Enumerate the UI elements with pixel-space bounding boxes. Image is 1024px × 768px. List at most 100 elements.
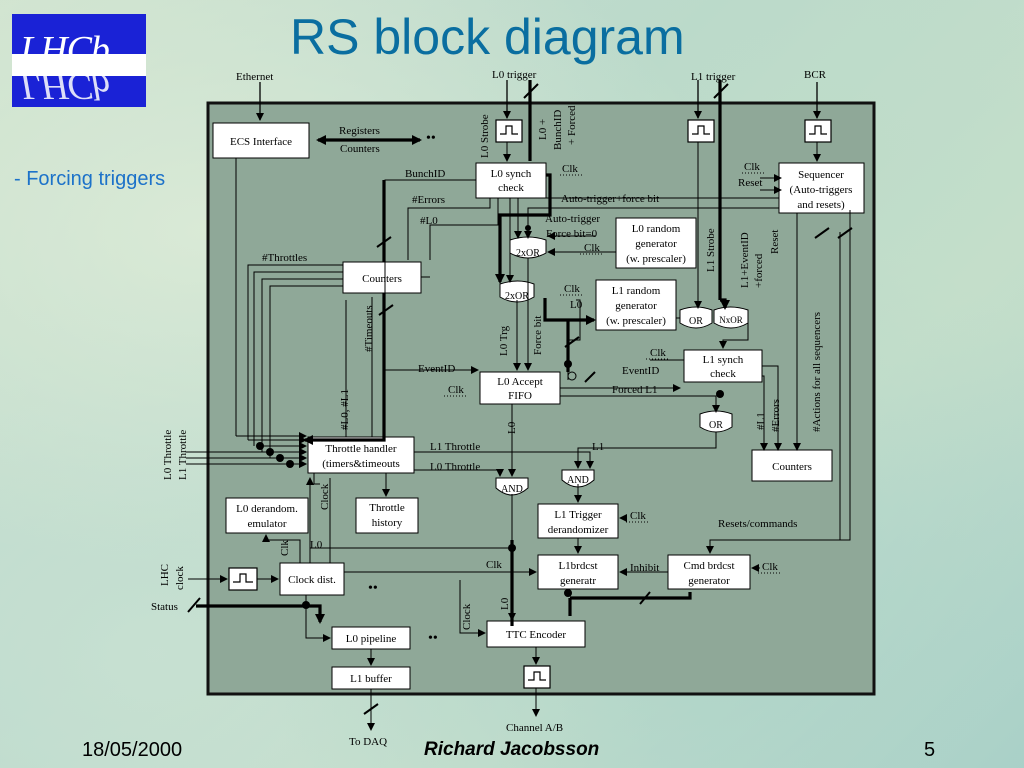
cmd-brdcst-generator-block (667, 554, 751, 590)
label-clock-lhc-v: clock (174, 566, 186, 590)
label-lhc-v: LHC (159, 564, 171, 586)
ecs-interface-label: ECS Interface (230, 136, 292, 148)
counters-top-label: Counters (362, 273, 402, 285)
gate-and-a-label: AND (501, 484, 523, 495)
label-eventid-right: EventID (622, 365, 659, 377)
gate-2xor-b-label: 2xOR (505, 291, 529, 302)
label-clk-l1-derand: Clk (630, 510, 646, 522)
l1-trigger-derandomizer-block (537, 503, 619, 539)
gate-nxor-label: NxOR (719, 315, 743, 325)
l1brdcst-generator-block (537, 554, 619, 590)
gate-or-a-label: OR (689, 316, 703, 327)
label-clk-l1brdcst: Clk (486, 559, 502, 571)
label-clk-fifo: Clk (448, 384, 464, 396)
throttle-history-label-1: Throttle (369, 502, 405, 514)
l1-trigger-derand-label-1: L1 Trigger (554, 509, 602, 521)
label-l0-trg-v: L0 Trg (498, 325, 510, 356)
gate-or-b-label: OR (709, 420, 723, 431)
l0-fifo-label-1: L0 Accept (497, 376, 543, 388)
label-forced-l1: Forced L1 (612, 384, 658, 396)
gate-2xor-a-label: 2xOR (516, 248, 540, 259)
label-force-bit-v: Force bit (532, 316, 544, 355)
gate-2xor-a (509, 236, 547, 259)
label-l1-eventid-v: L1+EventID (739, 232, 751, 288)
gate-and-b (561, 469, 595, 488)
label-inhibit: Inhibit (630, 562, 659, 574)
gate-and-a (495, 477, 529, 496)
label-l0-throttle-v: L0 Throttle (162, 430, 174, 480)
gate-and-b-label: AND (567, 475, 589, 486)
counters-right-label: Counters (772, 461, 812, 473)
label-l0-l1-v: #L0, #L1 (339, 389, 351, 430)
clock-dist-block (279, 562, 345, 596)
slide-title: RS block diagram (290, 9, 685, 65)
l0-fifo-label-2: FIFO (508, 390, 532, 402)
label-registers: Registers (339, 125, 380, 137)
gate-or-a (679, 306, 713, 329)
label-bunchid: BunchID (405, 168, 445, 180)
footer-page-number: 5 (924, 739, 936, 761)
label-dots-ecs: •• (426, 131, 436, 146)
label-clk-l0-synch: Clk (562, 163, 578, 175)
l0-accept-fifo-block (479, 371, 561, 405)
l0-random-label-1: L0 random (632, 223, 681, 235)
cmd-brdcst-label-1: Cmd brdcst (683, 560, 734, 572)
label-reset-v: Reset (769, 230, 781, 254)
l1-synch-check-block (683, 349, 763, 383)
clock-dist-label: Clock dist. (288, 574, 336, 586)
label-clk-l1-random: Clk (564, 283, 580, 295)
label-l0-clockline: L0 (310, 539, 323, 551)
throttle-history-label-2: history (372, 517, 403, 529)
footer-author: Richard Jacobsson (424, 739, 600, 760)
l0-synch-check-block (475, 162, 547, 199)
label-forced-v: + Forced (566, 105, 578, 145)
l0-pipeline-label: L0 pipeline (346, 633, 397, 645)
label-l0-strobe-v: L0 Strobe (479, 114, 491, 158)
label-dots-pipeline: •• (428, 631, 438, 646)
side-note: - Forcing triggers (14, 168, 166, 190)
ttc-encoder-label: TTC Encoder (506, 629, 567, 641)
label-l1-trigger: L1 trigger (691, 71, 736, 83)
ecs-interface-block (212, 122, 310, 159)
ttc-encoder-block (486, 620, 586, 648)
l1-random-label-2: generator (615, 300, 657, 312)
footer-date: 18/05/2000 (82, 739, 183, 761)
l1-random-label-3: (w. prescaler) (606, 315, 666, 327)
label-l0-v-fifo: L0 (506, 421, 518, 434)
label-timeouts-v: #Timeouts (363, 305, 375, 352)
sequencer-label-1: Sequencer (798, 169, 844, 181)
label-clk-v: Clk (279, 540, 291, 556)
label-clock-v: Clock (319, 483, 331, 510)
label-ethernet: Ethernet (236, 71, 273, 83)
cmd-brdcst-label-2: generator (688, 575, 730, 587)
throttle-history-block (355, 497, 419, 534)
l0-derandom-label-2: emulator (247, 518, 286, 530)
l1-random-generator-block (595, 279, 677, 331)
label-l1-throttle-v: L1 Throttle (177, 430, 189, 480)
label-counters: Counters (340, 143, 380, 155)
label-l0-throttle-h: L0 Throttle (430, 461, 480, 473)
label-reset-sequencer: Reset (738, 177, 762, 189)
label-l1-h: L1 (592, 441, 604, 453)
label-num-l0: #L0 (420, 215, 438, 227)
label-throttles: #Throttles (262, 252, 307, 264)
label-plus-forced-v: +forced (753, 253, 765, 288)
logo-text: LHCb (20, 29, 110, 71)
label-errors: #Errors (412, 194, 445, 206)
label-clock-ttc-v: Clock (461, 603, 473, 630)
l0-synch-label-2: check (498, 182, 524, 194)
label-resets-commands: Resets/commands (718, 518, 797, 530)
label-clk-cmd: Clk (762, 561, 778, 573)
l1-synch-label-2: check (710, 368, 736, 380)
l1-random-label-1: L1 random (612, 285, 661, 297)
label-num-l1-v: #L1 (755, 412, 767, 430)
l1-synch-label-1: L1 synch (703, 354, 744, 366)
label-to-daq: To DAQ (349, 736, 387, 748)
l0-derandom-emulator-block (225, 497, 309, 534)
sync-icons (228, 119, 832, 689)
label-bunchid-v: BunchID (552, 110, 564, 150)
label-auto-force: Auto-trigger+force bit (561, 193, 659, 205)
label-actions-v: #Actions for all sequencers (811, 312, 823, 432)
throttle-handler-block (307, 436, 415, 474)
label-force-bit0: Force bit=0 (546, 228, 598, 240)
